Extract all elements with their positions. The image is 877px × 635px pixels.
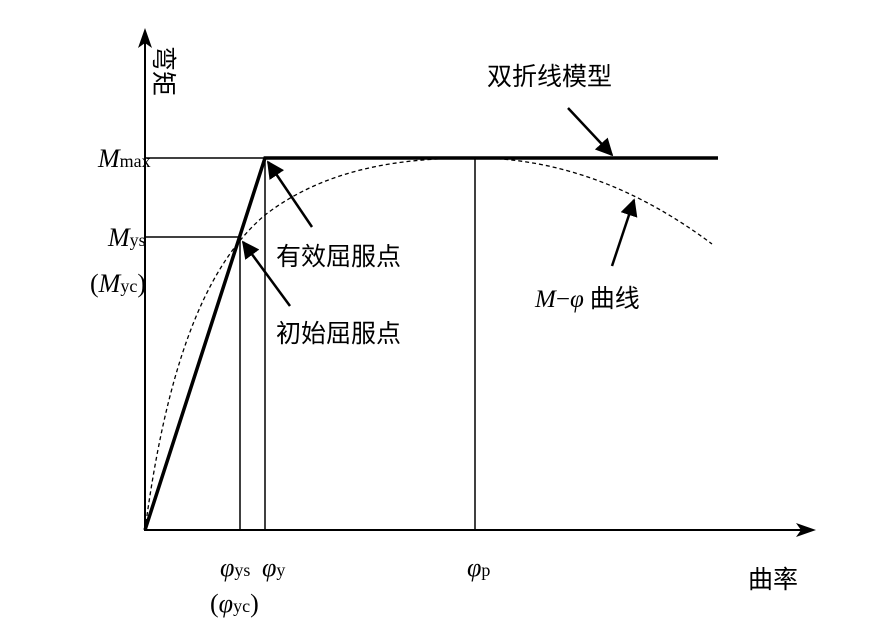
bilinear-arrow-icon xyxy=(567,107,614,157)
m-phi-curve xyxy=(144,157,713,531)
effective-yield-arrow-icon xyxy=(266,160,314,228)
bilinear-model-line xyxy=(143,156,718,531)
phi-y-label: φy xyxy=(262,553,285,582)
x-axis-label: 曲率 xyxy=(748,565,798,594)
curve-arrow-icon xyxy=(610,198,638,267)
y-axis-label: 弯矩 xyxy=(149,46,178,96)
initial-yield-arrow-icon xyxy=(241,240,292,307)
m-ys-label: Mys xyxy=(107,223,146,252)
phi-yc-label: (φyc) xyxy=(210,589,259,618)
effective-yield-label: 有效屈服点 xyxy=(276,242,401,271)
phi-p-label: φp xyxy=(467,553,490,582)
y-axis-arrow-icon xyxy=(138,28,152,48)
bilinear-model-label: 双折线模型 xyxy=(487,62,612,91)
x-axis-arrow-icon xyxy=(796,523,816,537)
m-max-label: Mmax xyxy=(97,144,151,173)
phi-ys-label: φys xyxy=(220,553,250,582)
initial-yield-label: 初始屈服点 xyxy=(276,319,401,348)
m-yc-label: (Myc) xyxy=(90,269,146,298)
